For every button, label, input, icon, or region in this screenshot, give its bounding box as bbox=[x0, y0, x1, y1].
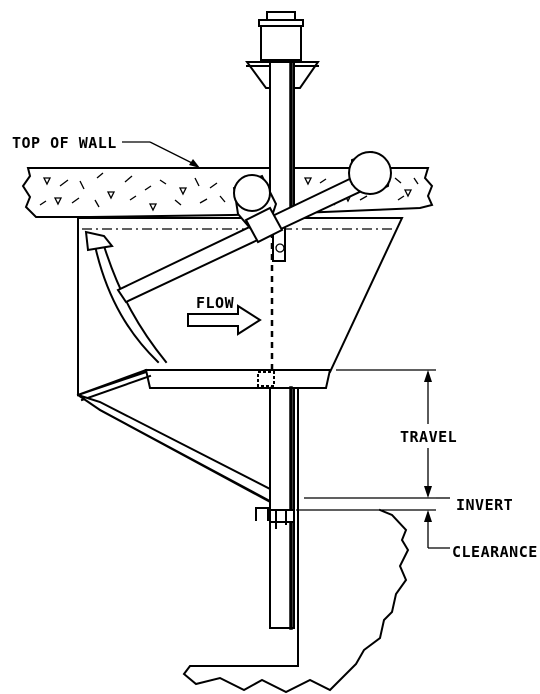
clearance-dimension bbox=[296, 497, 450, 549]
travel-label: TRAVEL bbox=[400, 428, 457, 446]
lower-stem-guide bbox=[255, 371, 295, 630]
top-of-wall-leader bbox=[122, 141, 200, 168]
gate-stem bbox=[269, 60, 295, 234]
flow-label: FLOW bbox=[196, 294, 235, 312]
clearance-label: CLEARANCE bbox=[452, 543, 538, 561]
top-of-wall-label: TOP OF WALL bbox=[12, 134, 117, 152]
counterweight-arm bbox=[116, 150, 392, 304]
lower-strut bbox=[77, 394, 273, 505]
invert-label: INVERT bbox=[456, 496, 513, 514]
flow-arrow-icon bbox=[187, 304, 262, 336]
travel-dimension bbox=[304, 369, 436, 499]
pit-outline bbox=[182, 387, 410, 694]
